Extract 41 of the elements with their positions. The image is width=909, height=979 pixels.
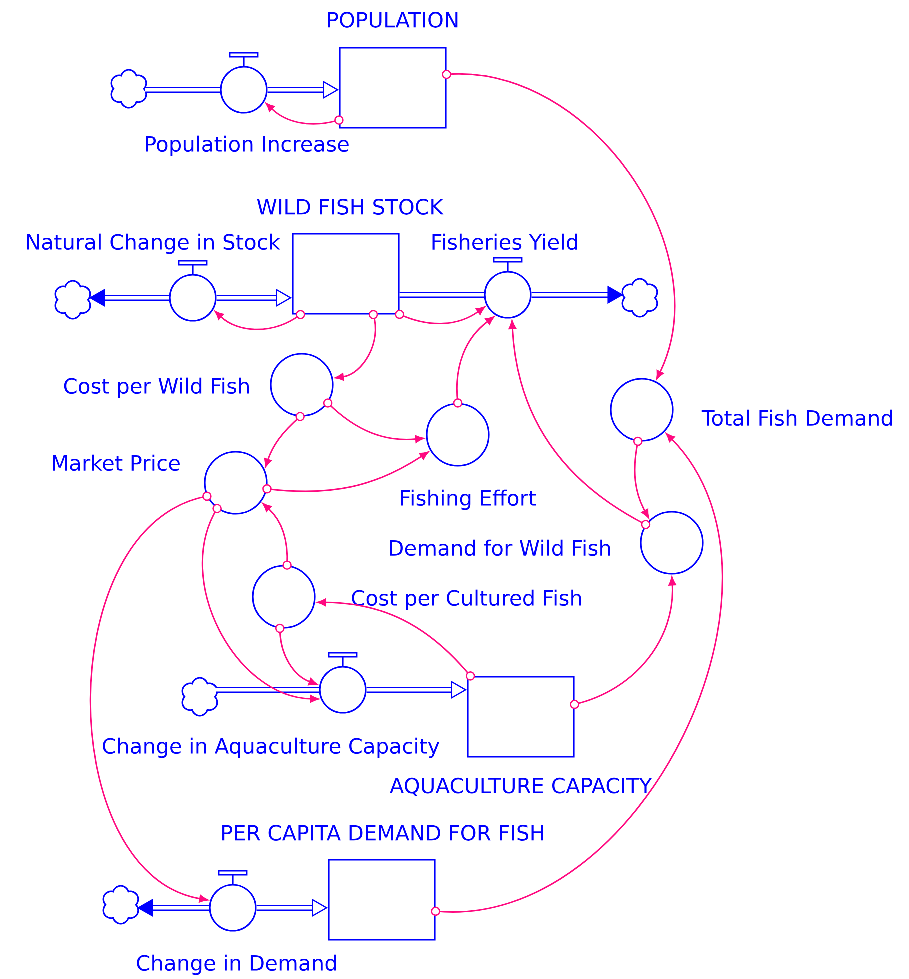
connector-arrow <box>570 576 676 710</box>
variable-label: Demand for Wild Fish <box>390 540 610 556</box>
cloud <box>102 885 140 925</box>
variable-label: AQUACULTURE CAPACITY <box>390 778 652 796</box>
connector-arrow <box>453 316 495 408</box>
variable-label: POPULATION <box>328 12 458 28</box>
variable-label: Total Fish Demand <box>702 410 892 426</box>
cloud <box>54 280 92 320</box>
connector-arrow <box>317 598 476 681</box>
variable-label: Change in Demand <box>137 954 336 976</box>
flow-pipe <box>216 686 320 694</box>
cloud <box>110 69 148 109</box>
connector-arrow <box>202 504 319 703</box>
variable-label: Fishing Effort <box>401 490 536 510</box>
connector-arrow <box>431 433 724 916</box>
variable-label: Population Increase <box>146 136 349 156</box>
variable-label: Fisheries Yield <box>432 234 578 250</box>
connector-arrow <box>275 624 318 686</box>
connector-arrow <box>90 492 212 903</box>
variable-label: Natural Change in Stock <box>27 234 281 254</box>
variable-label: WILD FISH STOCK <box>257 199 444 215</box>
flow-pipe <box>400 292 484 298</box>
connector-arrow <box>264 412 305 468</box>
variable-label: PER CAPITA DEMAND FOR FISH <box>222 825 544 841</box>
connector-arrow <box>262 503 292 570</box>
connector-arrow <box>214 310 306 330</box>
connector-arrow <box>442 70 676 380</box>
variable-label: Cost per Wild Fish <box>64 378 249 398</box>
connector-arrow <box>262 452 429 494</box>
variable-label: Change in Aquaculture Capacity <box>103 738 440 758</box>
variable-label: Market Price <box>53 454 180 472</box>
cloud <box>622 278 658 318</box>
connector-arrow <box>395 306 486 324</box>
connector-arrow <box>633 436 650 518</box>
cloud <box>182 677 218 717</box>
connector-arrow <box>508 320 651 530</box>
connector-arrow <box>266 103 344 125</box>
flow-pipe <box>145 86 220 94</box>
connector-arrow <box>323 398 424 444</box>
variable-label: Cost per Cultured Fish <box>352 590 582 610</box>
connector-arrow <box>335 310 378 381</box>
